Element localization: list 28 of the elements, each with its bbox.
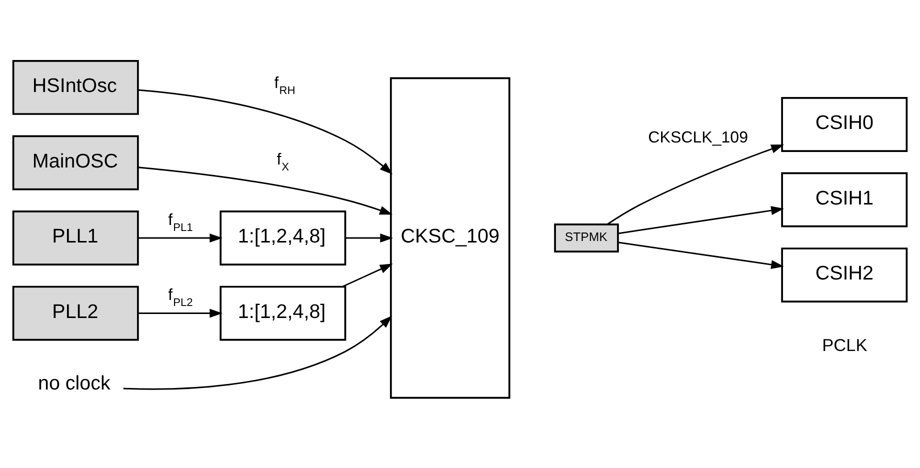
arrow	[342, 264, 393, 288]
node-box: HSIntOsc	[12, 60, 139, 115]
node-box: PLL2	[12, 286, 139, 341]
node-box: 1:[1,2,4,8]	[220, 210, 346, 266]
arrow	[138, 234, 223, 242]
node-box: MainOSC	[12, 135, 139, 190]
edge-label: f$_{PL1}$	[168, 210, 193, 234]
node-box: CSIH0	[781, 97, 908, 152]
arrow	[607, 144, 784, 225]
arrow	[346, 234, 394, 242]
node-box: CSIH1	[781, 172, 908, 228]
arrow	[618, 242, 784, 270]
arrow	[138, 166, 392, 215]
edge-label: f$_{RH}$	[274, 74, 296, 97]
node-box: 1:[1,2,4,8]	[220, 286, 346, 341]
node-text: no clock	[38, 372, 110, 395]
edge-label: CKSCLK_109	[648, 128, 748, 146]
node-box: PLL1	[12, 210, 139, 266]
label: PCLK	[822, 335, 868, 356]
edge-label: f$_{X}$	[276, 150, 290, 174]
node-box: CKSC_109	[390, 77, 510, 399]
arrow	[138, 308, 223, 318]
node-box: CSIH2	[781, 248, 908, 302]
arrow	[138, 89, 393, 174]
arrow	[123, 316, 392, 390]
edge-label: f$_{PL2}$	[168, 286, 193, 310]
arrow	[618, 206, 784, 234]
node-box: STPMK	[554, 224, 619, 253]
